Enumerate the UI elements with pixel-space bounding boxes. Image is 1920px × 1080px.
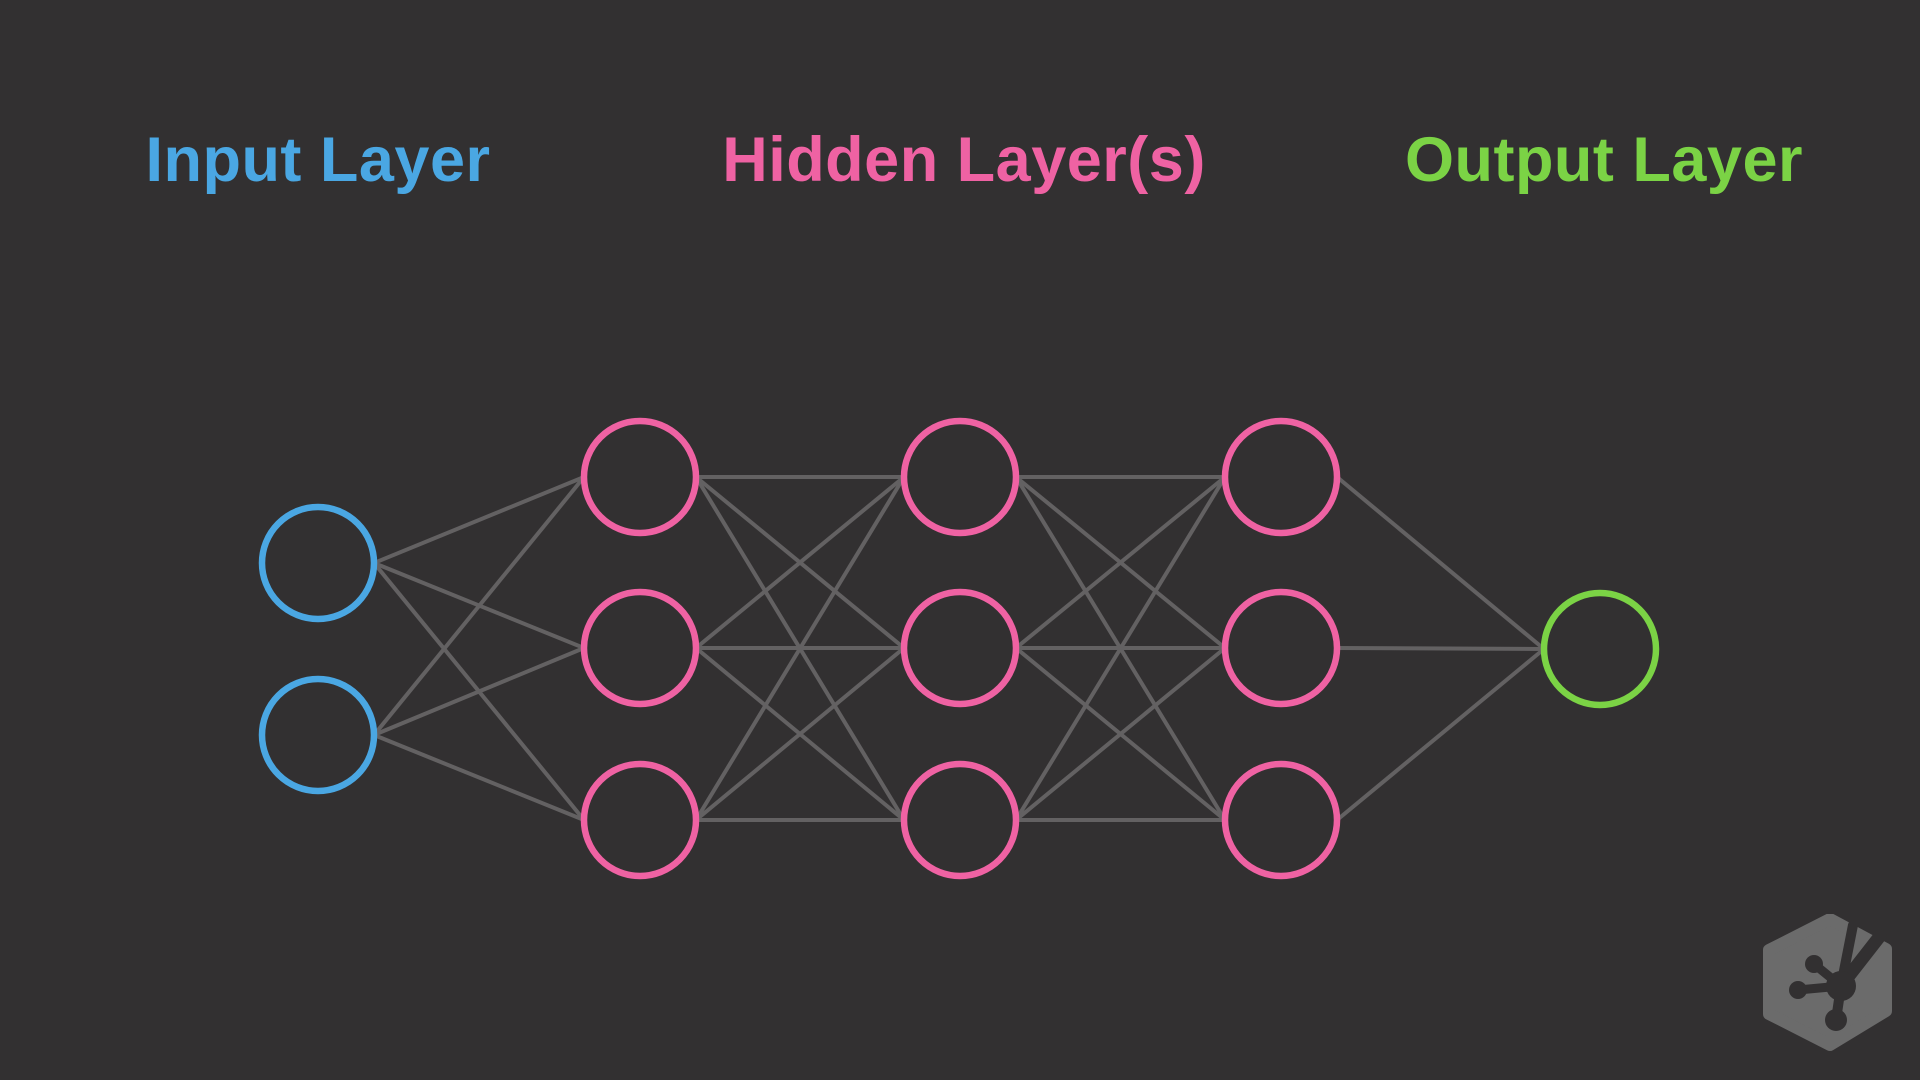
- edge-hidden-2-2-to-hidden-3-1: [1014, 475, 1227, 650]
- edge-hidden-3-3-to-output-1: [1335, 647, 1546, 822]
- hidden-2-node-3: [900, 760, 1020, 880]
- edge-hidden-3-1-to-output-1: [1335, 475, 1546, 651]
- hidden-3-node-1: [1221, 417, 1341, 537]
- input-layer-label: Input Layer: [145, 125, 491, 195]
- hidden-1-node-1: [580, 417, 700, 537]
- edge-hidden-3-2-to-output-1: [1336, 646, 1545, 651]
- edge-hidden-1-2-to-hidden-2-1: [694, 475, 906, 650]
- edge-input-2-to-hidden-1-1: [372, 475, 586, 737]
- edge-hidden-2-3-to-hidden-3-2: [1014, 646, 1227, 822]
- hidden-1-node-3: [580, 760, 700, 880]
- hidden-3-node-2: [1221, 588, 1341, 708]
- hidden-1-node-2: [580, 588, 700, 708]
- hidden-2-node-2: [900, 588, 1020, 708]
- edge-input-1-to-hidden-1-1: [373, 475, 585, 565]
- hidden-layer-label: Hidden Layer(s): [722, 125, 1206, 195]
- edge-input-2-to-hidden-1-3: [373, 733, 585, 822]
- input-node-2: [258, 675, 378, 795]
- frog-footprint-hexagon-logo: [1763, 914, 1892, 1051]
- output-node-1: [1540, 589, 1660, 709]
- output-layer-label: Output Layer: [1404, 125, 1804, 195]
- hidden-2-node-1: [900, 417, 1020, 537]
- edge-hidden-2-3-to-hidden-3-1: [1014, 475, 1227, 822]
- edge-hidden-1-3-to-hidden-2-1: [694, 475, 906, 822]
- edge-hidden-1-3-to-hidden-2-2: [694, 646, 906, 822]
- input-node-1: [258, 503, 378, 623]
- edge-input-2-to-hidden-1-2: [373, 646, 585, 737]
- hidden-3-node-3: [1221, 760, 1341, 880]
- logo-footprint-pads: [1789, 955, 1856, 1031]
